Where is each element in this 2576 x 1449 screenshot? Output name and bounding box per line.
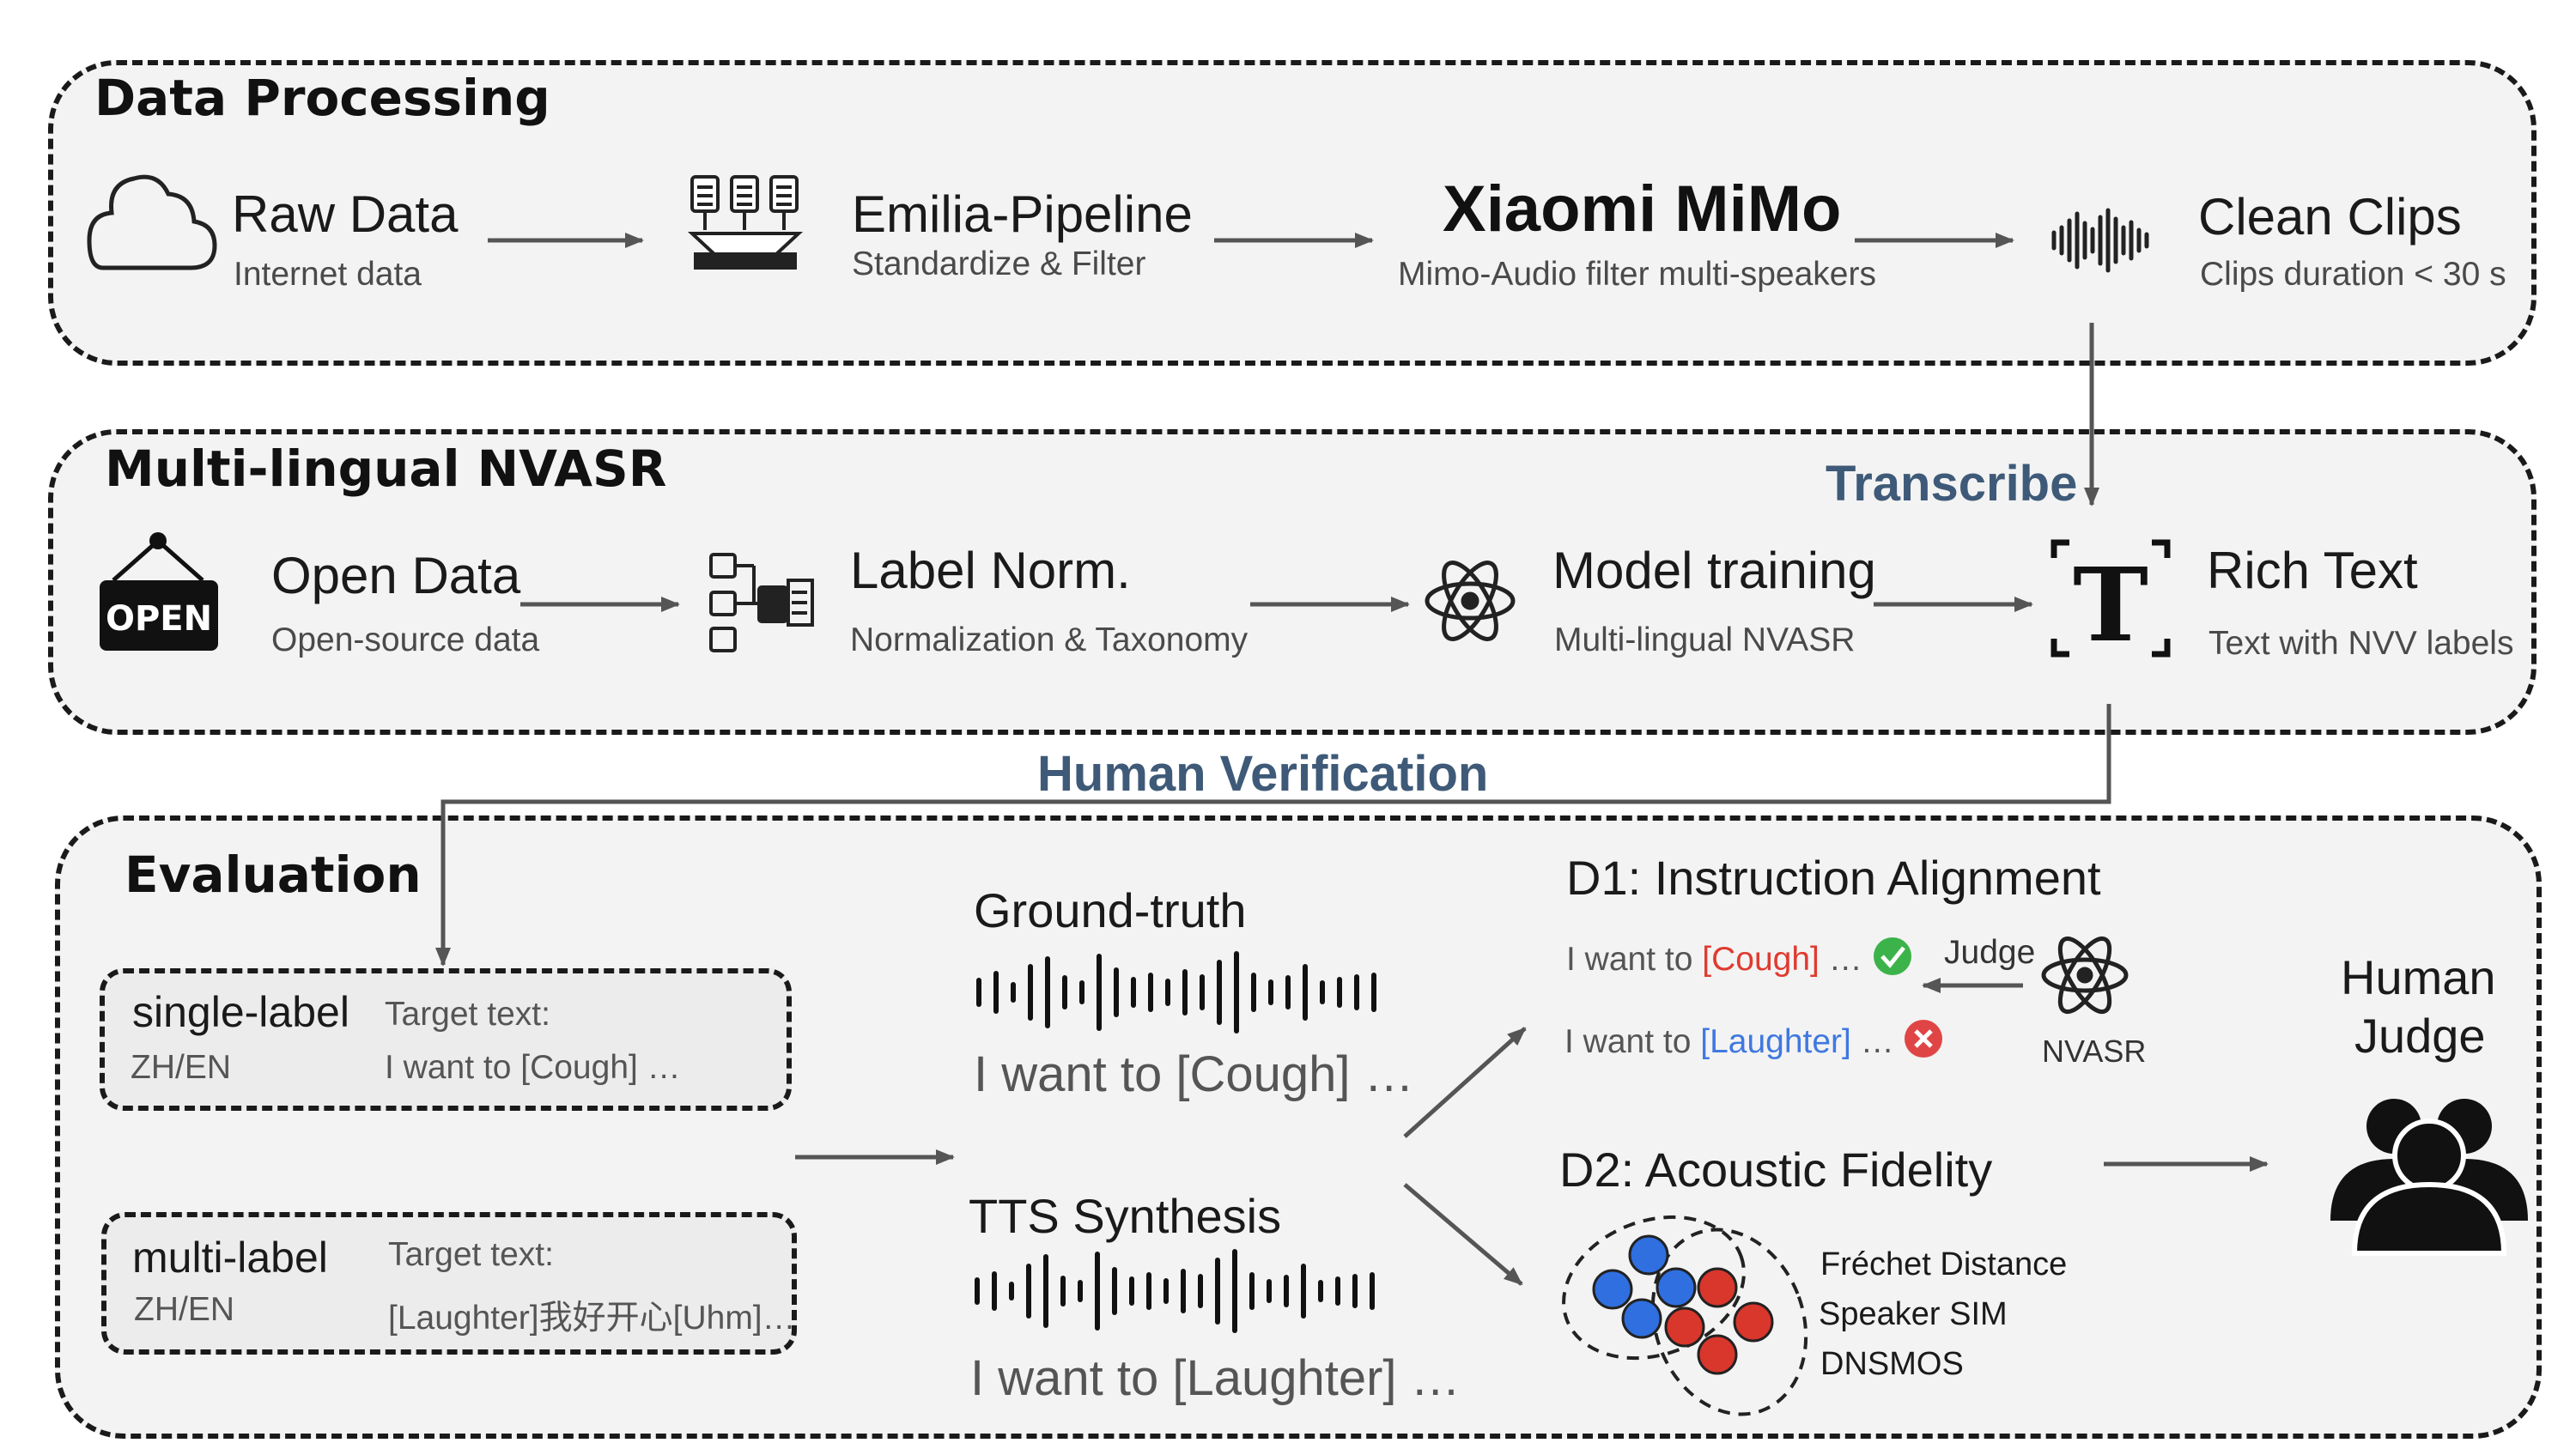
d2-title: D2: Acoustic Fidelity bbox=[1559, 1143, 1993, 1197]
multi-label-box bbox=[101, 1212, 797, 1355]
metric-frechet: Fréchet Distance bbox=[1820, 1246, 2068, 1282]
data-processing-panel bbox=[48, 60, 2537, 366]
clean-clips-title: Clean Clips bbox=[2198, 188, 2462, 246]
cough-tag: [Cough] bbox=[1702, 941, 1820, 978]
people-group-icon bbox=[2330, 1099, 2528, 1256]
label-norm-title: Label Norm. bbox=[850, 542, 1131, 599]
open-sign-text: OPEN bbox=[106, 599, 212, 639]
tts-caption: I want to [Laughter] … bbox=[970, 1350, 1461, 1406]
model-training-title: Model training bbox=[1552, 542, 1876, 599]
human-judge-line1: Human bbox=[2341, 950, 2496, 1004]
ground-truth-caption: I want to [Cough] … bbox=[974, 1046, 1414, 1102]
arrow-to-d1 bbox=[1403, 1027, 1527, 1138]
label-flow-icon bbox=[709, 553, 814, 652]
cloud-icon bbox=[87, 174, 217, 270]
transcribe-label: Transcribe bbox=[1826, 456, 2078, 512]
emilia-title: Emilia-Pipeline bbox=[852, 185, 1193, 243]
text-frame-glyph: T bbox=[2073, 545, 2148, 664]
tts-waveform bbox=[975, 1249, 1375, 1333]
multi-label-title: multi-label bbox=[132, 1234, 328, 1282]
metric-speaker-sim: Speaker SIM bbox=[1819, 1296, 2008, 1332]
multi-target-label: Target text: bbox=[388, 1236, 554, 1273]
judge-label: Judge bbox=[1944, 934, 2036, 971]
model-training-sub: Multi-lingual NVASR bbox=[1554, 621, 1856, 658]
raw-data-title: Raw Data bbox=[232, 185, 459, 243]
d1-line-laughter-suffix: … bbox=[1850, 1023, 1894, 1060]
nvasr-panel bbox=[48, 429, 2537, 735]
multi-target-text: [Laughter]我好开心[Uhm]… bbox=[388, 1300, 796, 1337]
ground-truth-waveform bbox=[976, 951, 1376, 1034]
human-judge-line2: Judge bbox=[2354, 1009, 2486, 1063]
atom-icon bbox=[1425, 561, 1516, 641]
mimo-sub: Mimo-Audio filter multi-speakers bbox=[1398, 256, 1876, 293]
open-sign-icon: OPEN bbox=[100, 532, 218, 651]
d1-line-cough: I want to [Cough] … bbox=[1566, 941, 1862, 979]
open-data-sub: Open-source data bbox=[271, 621, 540, 658]
cluster-icon bbox=[1562, 1215, 1808, 1416]
section-title-evaluation: Evaluation bbox=[125, 846, 422, 904]
human-verification-label: Human Verification bbox=[1037, 746, 1489, 802]
multi-label-lang: ZH/EN bbox=[134, 1291, 234, 1328]
tts-title: TTS Synthesis bbox=[969, 1189, 1282, 1243]
emilia-sub: Standardize & Filter bbox=[852, 246, 1146, 282]
single-label-title: single-label bbox=[132, 988, 349, 1036]
d1-line-cough-suffix: … bbox=[1819, 941, 1862, 978]
nvasr-atom-icon bbox=[2041, 936, 2129, 1015]
ground-truth-title: Ground-truth bbox=[974, 883, 1247, 937]
section-title-data-processing: Data Processing bbox=[94, 69, 550, 127]
section-title-nvasr: Multi-lingual NVASR bbox=[105, 440, 667, 498]
document-stack-icon bbox=[687, 175, 804, 270]
check-icon bbox=[1874, 937, 1911, 975]
mimo-title: Xiaomi MiMo bbox=[1443, 173, 1842, 246]
arrow-human-verification bbox=[435, 704, 2111, 967]
d1-line-laughter: I want to [Laughter] … bbox=[1564, 1023, 1894, 1061]
metric-dnsmos: DNSMOS bbox=[1820, 1346, 1964, 1382]
label-norm-sub: Normalization & Taxonomy bbox=[850, 621, 1249, 658]
single-label-lang: ZH/EN bbox=[131, 1049, 231, 1086]
single-label-box bbox=[100, 968, 792, 1111]
clean-clips-sub: Clips duration < 30 s bbox=[2200, 256, 2506, 293]
cross-icon bbox=[1905, 1020, 1942, 1058]
d1-line-cough-prefix: I want to bbox=[1566, 941, 1703, 978]
nvasr-label: NVASR bbox=[2042, 1034, 2147, 1069]
arrow-to-d2 bbox=[1403, 1183, 1523, 1286]
single-target-text: I want to [Cough] … bbox=[385, 1049, 681, 1086]
rich-text-title: Rich Text bbox=[2207, 542, 2418, 599]
open-data-title: Open Data bbox=[271, 547, 521, 604]
text-frame-icon: T bbox=[2050, 539, 2171, 664]
rich-text-sub: Text with NVV labels bbox=[2208, 625, 2514, 662]
laughter-tag: [Laughter] bbox=[1700, 1023, 1851, 1060]
single-target-label: Target text: bbox=[385, 996, 550, 1033]
d1-line-laughter-prefix: I want to bbox=[1564, 1023, 1701, 1060]
raw-data-sub: Internet data bbox=[234, 256, 422, 293]
d1-title: D1: Instruction Alignment bbox=[1566, 851, 2101, 905]
audio-wave-icon bbox=[2051, 208, 2149, 273]
